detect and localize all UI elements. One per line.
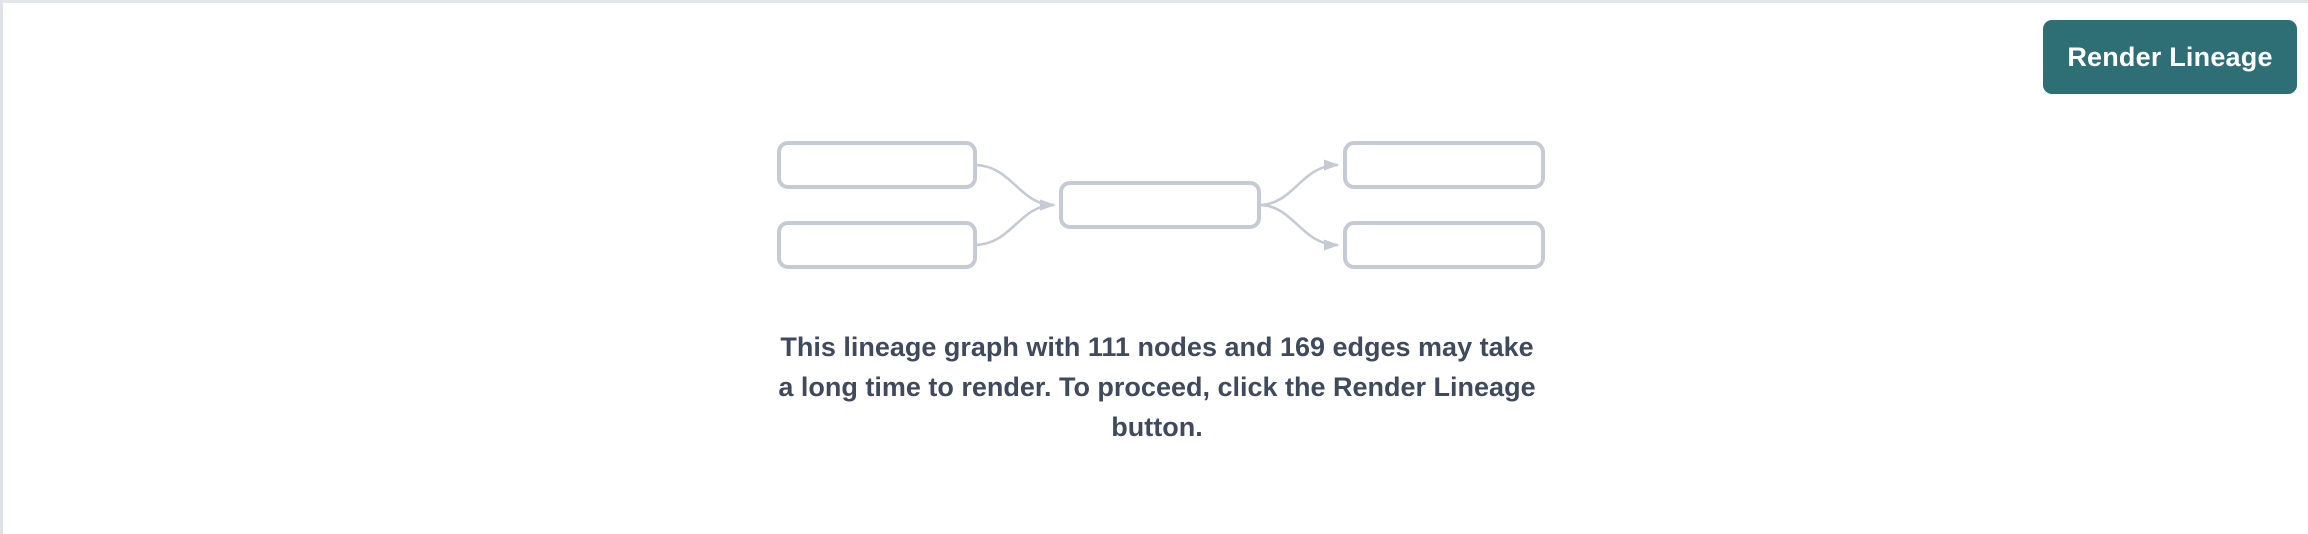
edge-center-to-right-bottom (1258, 203, 1340, 251)
placeholder-node-left-top (777, 141, 977, 189)
lineage-warning-text: This lineage graph with 111 nodes and 16… (778, 332, 1536, 442)
placeholder-node-left-bottom (777, 221, 977, 269)
placeholder-node-right-top (1343, 141, 1545, 189)
render-lineage-button[interactable]: Render Lineage (2043, 20, 2297, 94)
placeholder-node-center (1059, 181, 1261, 229)
placeholder-node-right-bottom (1343, 221, 1545, 269)
lineage-warning-message: This lineage graph with 111 nodes and 16… (3, 328, 2308, 448)
edge-center-to-right-top (1258, 159, 1340, 207)
edge-left-bottom-to-center (973, 199, 1056, 247)
edge-left-top-to-center (973, 163, 1056, 211)
placeholder-lineage-graph (767, 131, 1557, 281)
